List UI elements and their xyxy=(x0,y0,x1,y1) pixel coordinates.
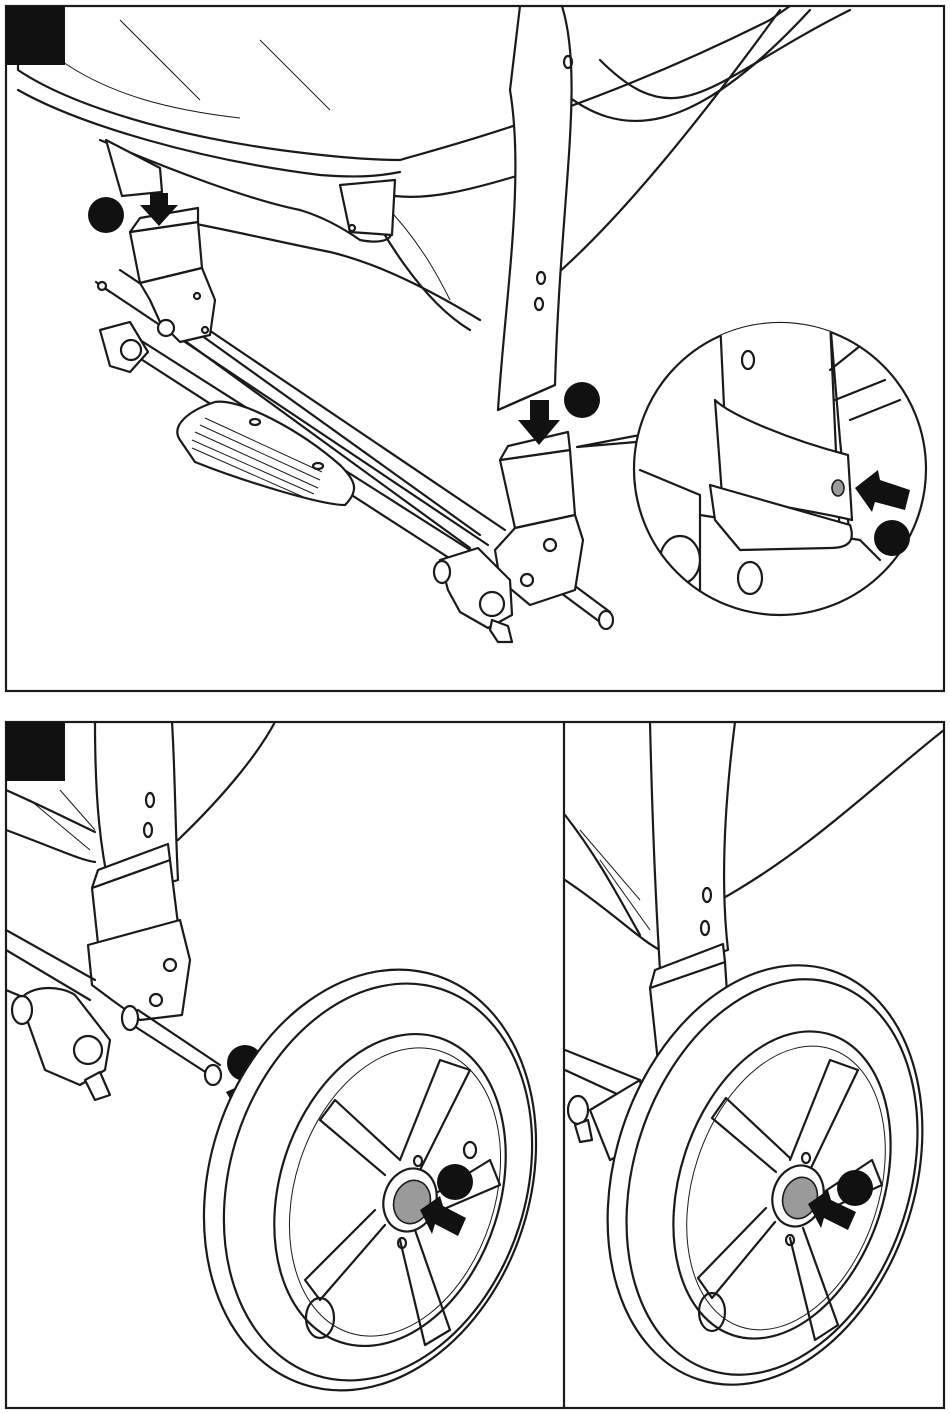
black-dot-marker xyxy=(88,197,124,233)
black-dot-marker xyxy=(564,382,600,418)
black-dot-marker xyxy=(837,1170,873,1206)
black-square-marker xyxy=(6,6,65,65)
black-dot-marker xyxy=(437,1164,473,1200)
black-square-marker xyxy=(6,722,65,781)
black-dot-marker xyxy=(874,520,910,556)
panel-bottom xyxy=(6,722,950,1413)
panel-top xyxy=(6,6,944,691)
